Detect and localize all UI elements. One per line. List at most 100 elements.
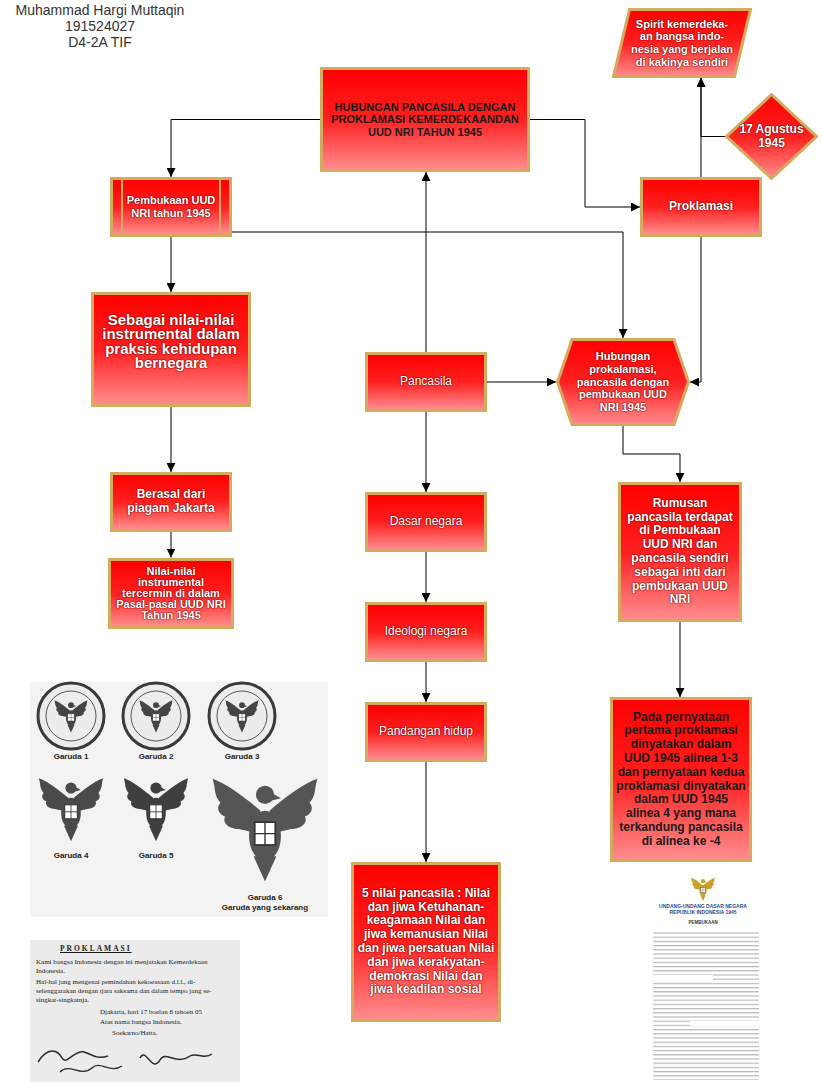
garuda-panel — [30, 682, 328, 917]
figure-caption: Garuda yang sekarang — [215, 903, 315, 912]
seal-inner — [46, 691, 96, 741]
process-box: Pandangan hidup — [365, 702, 487, 762]
connector — [487, 382, 556, 383]
proclamation-photo — [30, 940, 240, 1082]
document-text: Kami bangsa Indonesia dengan ini menjata… — [36, 958, 232, 976]
process-side-line — [219, 180, 221, 234]
connector — [701, 78, 725, 137]
node-text: 5 nilai pancasila : Nilai dan jiwa Ketuh… — [357, 887, 495, 997]
connector — [701, 78, 702, 177]
figure-caption: Garuda 4 — [41, 851, 101, 860]
process-box: Proklamasi — [640, 177, 762, 237]
figure-caption: Garuda 5 — [126, 851, 186, 860]
paragraph-gap — [653, 975, 713, 980]
connector — [232, 232, 623, 338]
document-text: Atas nama bangsa Indonesia. — [100, 1018, 236, 1027]
document-heading: PEMBUKAAN — [656, 920, 750, 926]
process-box: Nilai-nilai instrumental tercermin di da… — [108, 558, 234, 629]
event-diamond: 17 Agustus 1945 — [725, 93, 818, 180]
node-text: Spirit kemerdeka-an bangsa indo-nesia ya… — [630, 18, 734, 69]
connector — [426, 662, 427, 702]
node-text: Ideologi negara — [374, 625, 478, 639]
process-side-line — [121, 180, 123, 234]
seal-inner — [217, 691, 267, 741]
hexagon-node: Hubungan prokalamasi, pancasila dengan p… — [556, 338, 690, 426]
process-box: Rumusan pancasila terdapat di Pembukaan … — [618, 482, 742, 622]
connector — [690, 237, 701, 382]
data-parallelogram: Spirit kemerdeka-an bangsa indo-nesia ya… — [612, 8, 752, 78]
student-id: 191524027 — [0, 18, 200, 34]
seal-inner — [131, 691, 181, 741]
page-ground — [645, 875, 767, 1085]
garuda-figure — [39, 778, 103, 841]
seal — [38, 683, 104, 749]
node-text: Pandangan hidup — [374, 725, 478, 739]
paragraph-gap — [690, 1021, 759, 1026]
node-text: Rumusan pancasila terdapat di Pembukaan … — [625, 497, 735, 607]
garuda-figure — [213, 779, 318, 882]
node-shape — [614, 10, 751, 77]
figure-caption: Garuda 1 — [41, 752, 101, 761]
signature — [140, 1054, 212, 1064]
process-box: Dasar negara — [365, 492, 487, 552]
node-text: 17 Agustus 1945 — [739, 123, 804, 151]
class-name: D4-2A TIF — [0, 34, 200, 50]
process-box: Berasal dari piagam Jakarta — [110, 472, 232, 532]
node-shape — [727, 95, 817, 179]
seal — [209, 683, 275, 749]
author-name: Muhammad Hargi Muttaqin — [0, 2, 200, 18]
seal-ring — [209, 683, 275, 749]
constitution-page — [645, 875, 767, 1085]
document-title: UNDANG-UNDANG DASAR NEGARA REPUBLIK INDO… — [650, 903, 756, 915]
node-text: Proklamasi — [649, 200, 753, 214]
garuda-figure — [124, 778, 188, 841]
document-text: Djakarta, hari 17 boelan 8 tahoen 05 — [100, 1008, 236, 1017]
seal — [123, 683, 189, 749]
connector — [426, 552, 427, 602]
connector — [171, 120, 320, 178]
garuda-figure — [225, 700, 258, 732]
connector — [623, 426, 680, 482]
document-heading: PROKLAMASI — [60, 944, 160, 953]
connector — [680, 622, 681, 697]
signature — [38, 1051, 108, 1062]
node-text: Nilai-nilai instrumental tercermin di da… — [114, 566, 228, 621]
node-text: Pancasila — [374, 375, 478, 389]
signature — [60, 1065, 122, 1072]
node-text: Dasar negara — [374, 515, 478, 529]
subprocess-box: Pembukaan UUD NRI tahun 1945 — [110, 177, 232, 237]
node-text: Berasal dari piagam Jakarta — [119, 488, 223, 516]
seal-ring — [38, 683, 104, 749]
garuda-figure — [54, 700, 87, 732]
node-text: Pembukaan UUD NRI tahun 1945 — [125, 194, 217, 219]
document-text: Soekarno/Hatta. — [112, 1029, 232, 1038]
node-text: Sebagai nilai-nilai instrumental dalam p… — [99, 313, 243, 370]
figure-caption: Garuda 6 — [225, 893, 305, 902]
connector — [426, 762, 427, 862]
connector — [171, 237, 172, 292]
node-text: HUBUNGAN PANCASILA DENGAN PROKLAMASI KEM… — [331, 101, 519, 139]
photo-ground — [30, 940, 240, 1082]
connector — [171, 407, 172, 472]
node-text: Hubungan prokalamasi, pancasila dengan p… — [572, 350, 674, 413]
body-text-lines — [653, 930, 759, 1080]
node-text: Pada pernyataan pertama proklamasi dinya… — [616, 711, 746, 849]
process-box: Pancasila — [365, 352, 487, 412]
document-text: Hal-hal jang mengenai pemindahan kekoeas… — [36, 978, 232, 1005]
panel-ground — [30, 682, 328, 917]
emblem — [691, 878, 715, 901]
process-box: Pada pernyataan pertama proklamasi dinya… — [610, 697, 752, 862]
title-box: HUBUNGAN PANCASILA DENGAN PROKLAMASI KEM… — [320, 67, 530, 172]
connector — [530, 120, 640, 208]
connector — [426, 412, 427, 492]
process-box: Ideologi negara — [365, 602, 487, 662]
figure-caption: Garuda 3 — [212, 752, 272, 761]
process-box: Sebagai nilai-nilai instrumental dalam p… — [91, 292, 251, 407]
node-shape — [558, 340, 689, 425]
connector — [426, 172, 427, 352]
process-box: 5 nilai pancasila : Nilai dan jiwa Ketuh… — [351, 862, 501, 1022]
seal-ring — [123, 683, 189, 749]
connector — [171, 532, 172, 558]
figure-caption: Garuda 2 — [126, 752, 186, 761]
